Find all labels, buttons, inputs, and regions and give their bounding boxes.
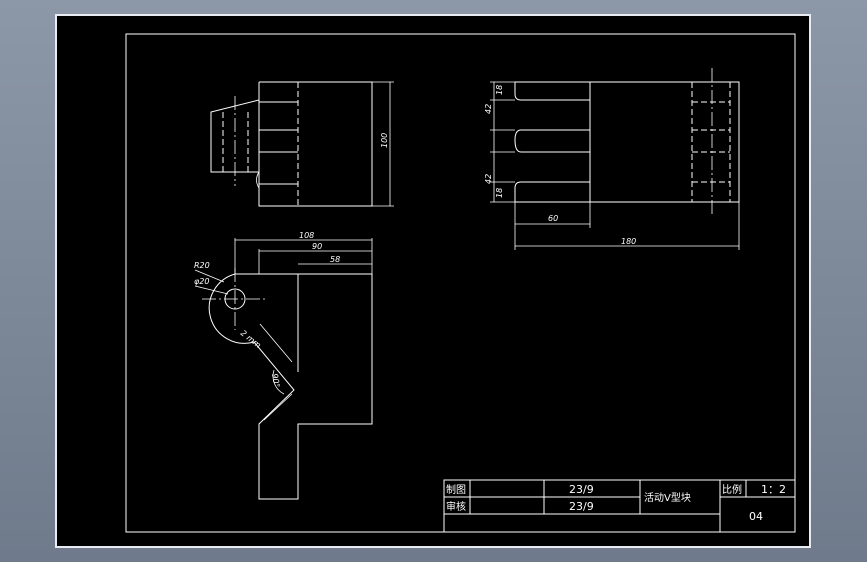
drawn-by-label: 制图	[446, 483, 466, 496]
dim-side-90: 90	[312, 242, 322, 251]
cad-drawing: 100 18 42 42 18 60 18	[125, 33, 796, 533]
dim-top-42a: 42	[484, 104, 493, 114]
dim-front-height: 100	[380, 133, 389, 148]
drawn-date: 23/9	[569, 483, 594, 496]
scale-value: 1：2	[761, 483, 786, 496]
dim-top-42b: 42	[484, 174, 493, 184]
dim-side-angle: 90°	[270, 373, 281, 389]
inner-border	[125, 33, 796, 533]
drawing-number: 04	[749, 510, 763, 523]
title-block: 制图 审核 23/9 23/9 活动V型块 比例 1：2 04	[443, 479, 796, 533]
dim-side-58: 58	[330, 255, 340, 264]
part-name: 活动V型块	[644, 491, 691, 504]
dim-side-chamfer: 2 mm	[239, 328, 263, 350]
dim-side-r20: R20	[194, 261, 210, 270]
dim-side-phi20: φ20	[194, 277, 209, 286]
drawing-sheet: 100 18 42 42 18 60 18	[55, 14, 811, 548]
dim-top-180: 180	[621, 237, 636, 246]
dim-side-108: 108	[299, 231, 314, 240]
dim-top-60: 60	[548, 214, 558, 223]
top-view: 18 42 42 18 60 180	[484, 68, 740, 250]
dim-top-18a: 18	[495, 85, 504, 95]
side-view: 108 90 58 R20 φ20 2 mm 90°	[194, 231, 373, 500]
scale-label: 比例	[722, 483, 742, 496]
dim-top-18b: 18	[495, 188, 504, 198]
checked-by-label: 审核	[446, 500, 466, 513]
checked-date: 23/9	[569, 500, 594, 513]
front-view: 100	[210, 81, 394, 207]
